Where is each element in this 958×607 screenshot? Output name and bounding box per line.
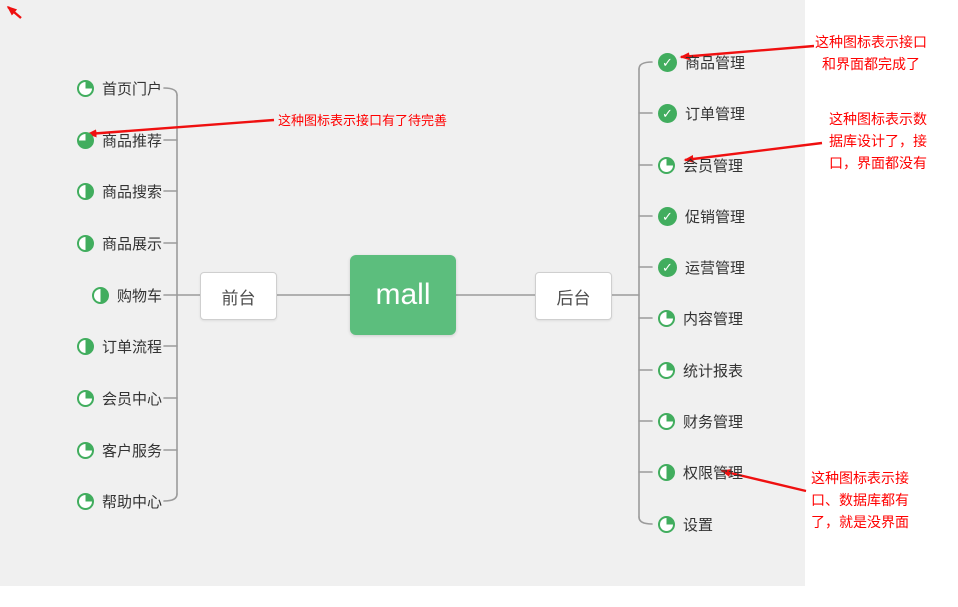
tree-item-label: 商品推荐 (101, 132, 162, 150)
annotation-line: 这种图标表示数 (829, 111, 927, 127)
annotation-db-designed-only: 这种图标表示数 据库设计了，接 口，界面都没有 (829, 108, 927, 174)
annotation-no-ui-yet: 这种图标表示接 口、数据库都有 了，就是没界面 (811, 467, 909, 533)
tree-item-product-search[interactable]: 商品搜索 (76, 178, 162, 204)
tree-item-finance-mgmt[interactable]: 财务管理 (658, 408, 743, 434)
tree-item-statistics-report[interactable]: 统计报表 (658, 357, 743, 383)
annotation-line: 了，就是没界面 (811, 514, 909, 530)
annotation-line: 这种图标表示接口 (815, 34, 927, 50)
root-node-mall[interactable]: mall (350, 255, 456, 335)
tree-item-customer-service[interactable]: 客户服务 (76, 437, 162, 463)
progress-done-icon (658, 257, 677, 277)
tree-item-label: 会员管理 (683, 157, 744, 175)
progress-half-icon (658, 463, 675, 481)
progress-done-icon (658, 206, 677, 226)
progress-quarter-icon (76, 389, 94, 407)
progress-quarter-icon (76, 441, 94, 459)
tree-item-home-portal[interactable]: 首页门户 (76, 75, 162, 101)
progress-quarter-icon (76, 492, 94, 510)
tree-item-promotion-mgmt[interactable]: 促销管理 (658, 203, 745, 229)
tree-item-label: 客户服务 (101, 442, 162, 460)
progress-quarter-icon (658, 156, 675, 174)
tree-item-operation-mgmt[interactable]: 运营管理 (658, 254, 745, 280)
tree-item-product-display[interactable]: 商品展示 (76, 230, 162, 256)
tree-item-label: 购物车 (116, 287, 162, 305)
progress-half-icon (76, 337, 94, 355)
tree-item-member-center[interactable]: 会员中心 (76, 385, 162, 411)
progress-half-icon (76, 182, 94, 200)
progress-three-quarter-icon (76, 131, 94, 149)
tree-item-label: 设置 (683, 516, 714, 534)
tree-item-settings[interactable]: 设置 (658, 511, 713, 537)
node-backend[interactable]: 后台 (535, 272, 612, 320)
tree-item-label: 商品管理 (685, 54, 746, 72)
tree-item-label: 权限管理 (683, 464, 744, 482)
progress-done-icon (658, 52, 677, 72)
tree-item-label: 订单流程 (101, 338, 162, 356)
tree-item-member-mgmt[interactable]: 会员管理 (658, 152, 743, 178)
tree-item-shopping-cart[interactable]: 购物车 (91, 282, 162, 308)
tree-item-label: 商品搜索 (101, 183, 162, 201)
progress-quarter-icon (658, 412, 675, 430)
annotation-line: 和界面都完成了 (822, 56, 920, 72)
tree-item-order-mgmt[interactable]: 订单管理 (658, 100, 745, 126)
tree-item-content-mgmt[interactable]: 内容管理 (658, 305, 743, 331)
annotation-line: 口、数据库都有 (811, 492, 909, 508)
tree-item-label: 订单管理 (685, 105, 746, 123)
progress-quarter-icon (658, 309, 675, 327)
node-frontend[interactable]: 前台 (200, 272, 277, 320)
progress-half-icon (91, 286, 109, 304)
tree-item-label: 统计报表 (683, 362, 744, 380)
tree-item-label: 促销管理 (685, 208, 746, 226)
progress-done-icon (658, 103, 677, 123)
tree-item-label: 商品展示 (101, 235, 162, 253)
annotation-line: 这种图标表示接 (811, 470, 909, 486)
tree-item-product-recommend[interactable]: 商品推荐 (76, 127, 162, 153)
tree-item-label: 帮助中心 (101, 493, 162, 511)
tree-item-label: 财务管理 (683, 413, 744, 431)
annotation-interface-and-ui-done: 这种图标表示接口 和界面都完成了 (815, 31, 927, 75)
tree-item-product-mgmt[interactable]: 商品管理 (658, 49, 745, 75)
annotation-interface-needs-improvement: 这种图标表示接口有了待完善 (278, 112, 447, 130)
progress-quarter-icon (76, 79, 94, 97)
progress-half-icon (76, 234, 94, 252)
annotation-line: 这种图标表示接口有了待完善 (278, 113, 448, 128)
tree-item-help-center[interactable]: 帮助中心 (76, 488, 162, 514)
tree-item-label: 首页门户 (101, 80, 162, 98)
annotation-line: 口，界面都没有 (829, 155, 927, 171)
annotation-line: 据库设计了，接 (829, 133, 927, 149)
progress-quarter-icon (658, 361, 675, 379)
tree-item-order-flow[interactable]: 订单流程 (76, 333, 162, 359)
tree-item-label: 会员中心 (101, 390, 162, 408)
progress-quarter-icon (658, 515, 675, 533)
tree-item-label: 运营管理 (685, 259, 746, 277)
tree-item-label: 内容管理 (683, 310, 744, 328)
tree-item-permission-mgmt[interactable]: 权限管理 (658, 459, 743, 485)
